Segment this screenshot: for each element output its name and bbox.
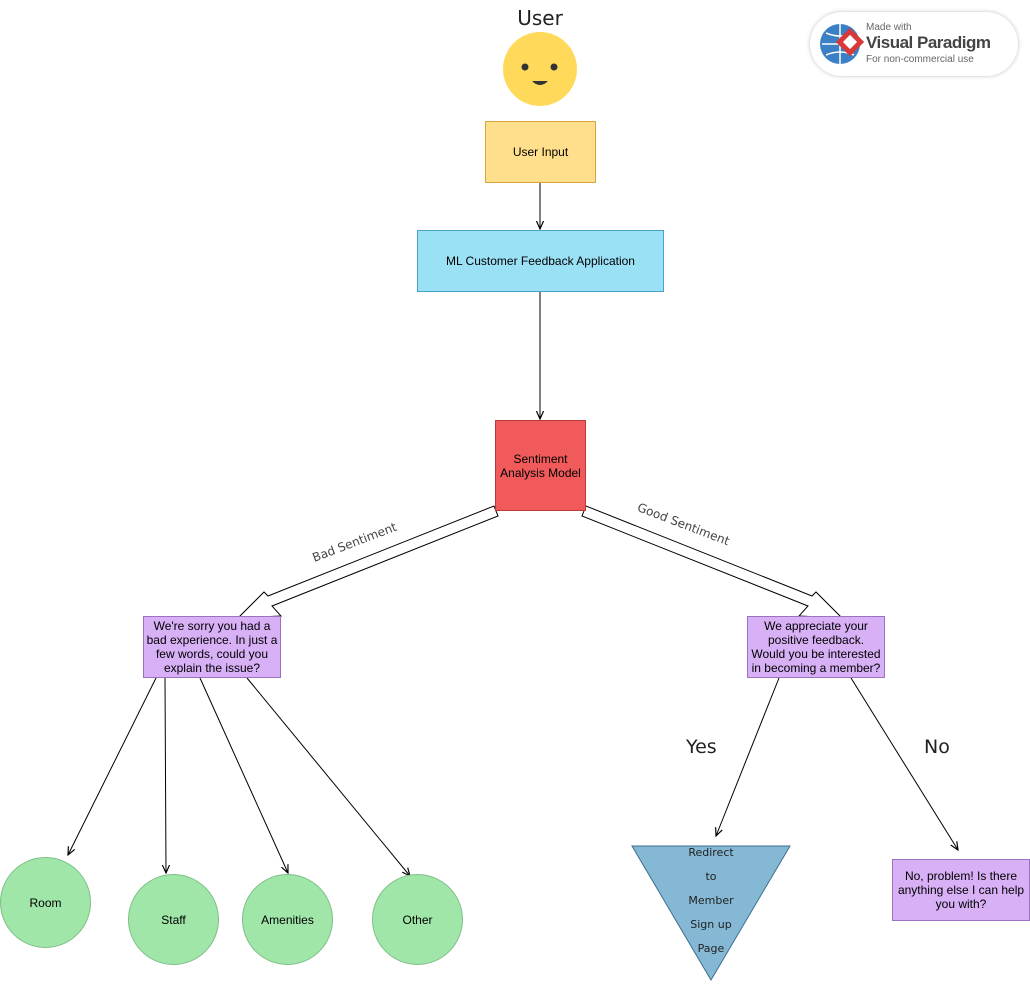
ml-app-label: ML Customer Feedback Application: [446, 254, 635, 268]
category-staff: Staff: [128, 874, 219, 965]
no-label: No: [924, 736, 950, 758]
edge-no: [850, 677, 958, 850]
ml-app-node: ML Customer Feedback Application: [417, 230, 664, 292]
redirect-line: Page: [697, 942, 725, 955]
user-input-node: User Input: [485, 121, 596, 183]
category-other-label: Other: [402, 912, 433, 927]
user-avatar-icon: [503, 32, 577, 106]
bad-response-text: We're sorry you had a bad experience. In…: [146, 619, 278, 675]
redirect-triangle: [631, 845, 791, 981]
edge-yes: [716, 677, 780, 836]
bad-sentiment-arrow: [236, 505, 499, 619]
category-amenities-label: Amenities: [261, 912, 314, 927]
redirect-line: Member: [688, 894, 734, 907]
edge-to-room: [68, 677, 157, 855]
no-response-text: No, problem! Is there anything else I ca…: [897, 869, 1025, 911]
category-room-label: Room: [29, 895, 62, 910]
edge-to-amenities: [199, 677, 288, 873]
category-staff-label: Staff: [161, 912, 186, 927]
user-label: User: [517, 6, 563, 30]
no-response-node: No, problem! Is there anything else I ca…: [892, 859, 1030, 921]
redirect-line: Sign up: [690, 918, 732, 931]
redirect-line: Redirect: [688, 846, 734, 859]
category-other: Other: [372, 874, 463, 965]
watermark-license: For non-commercial use: [866, 54, 974, 65]
bad-response-node: We're sorry you had a bad experience. In…: [143, 616, 281, 678]
redirect-line: to: [705, 870, 717, 883]
category-amenities: Amenities: [242, 874, 333, 965]
visual-paradigm-watermark: Made with Visual Paradigm For non-commer…: [810, 12, 1018, 76]
sentiment-model-node: Sentiment Analysis Model: [495, 420, 586, 511]
redirect-text: Redirect to Member Sign up Page: [671, 841, 751, 961]
good-response-text: We appreciate your positive feedback. Wo…: [751, 619, 881, 675]
sentiment-model-label: Sentiment Analysis Model: [500, 451, 581, 480]
user-input-label: User Input: [512, 145, 569, 159]
yes-label: Yes: [686, 736, 717, 758]
watermark-made-with: Made with: [866, 22, 912, 33]
category-room: Room: [0, 857, 91, 948]
visual-paradigm-logo-icon: [820, 24, 865, 64]
edge-to-staff: [165, 677, 166, 873]
edge-to-other: [246, 677, 410, 876]
good-response-node: We appreciate your positive feedback. Wo…: [747, 616, 885, 678]
watermark-brand: Visual Paradigm: [866, 33, 991, 52]
good-sentiment-arrow: [581, 505, 844, 619]
